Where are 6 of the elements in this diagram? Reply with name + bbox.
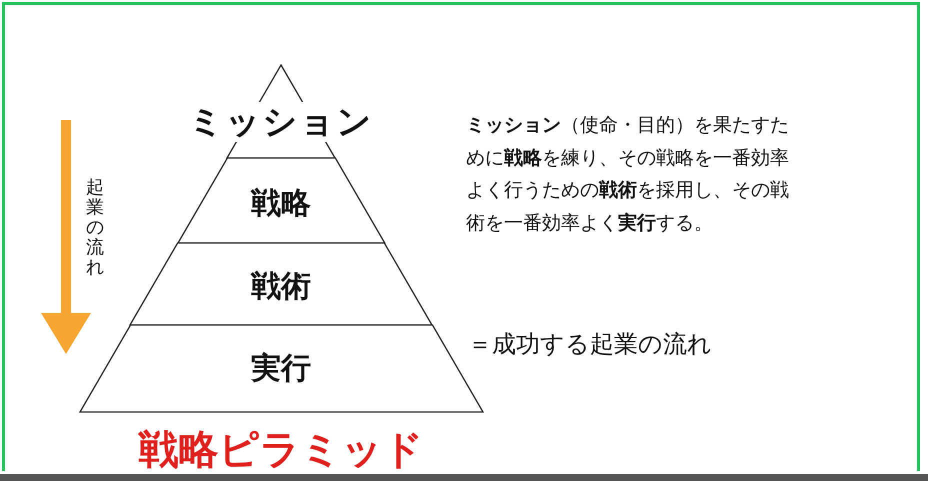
diagram-title: 戦略ピラミッド (137, 428, 424, 472)
conclusion-text: ＝成功する起業の流れ (468, 330, 712, 359)
pyramid-tier (130, 243, 432, 325)
pyramid-tier (178, 158, 384, 243)
description-text: ミッション（使命・目的）を果たすために戦略を練り、その戦略を一番効率よく行うための戦術を採用し、その戦術を一番効率よく実行する。 (466, 113, 790, 236)
flow-label: 起業の流れ (86, 178, 104, 278)
